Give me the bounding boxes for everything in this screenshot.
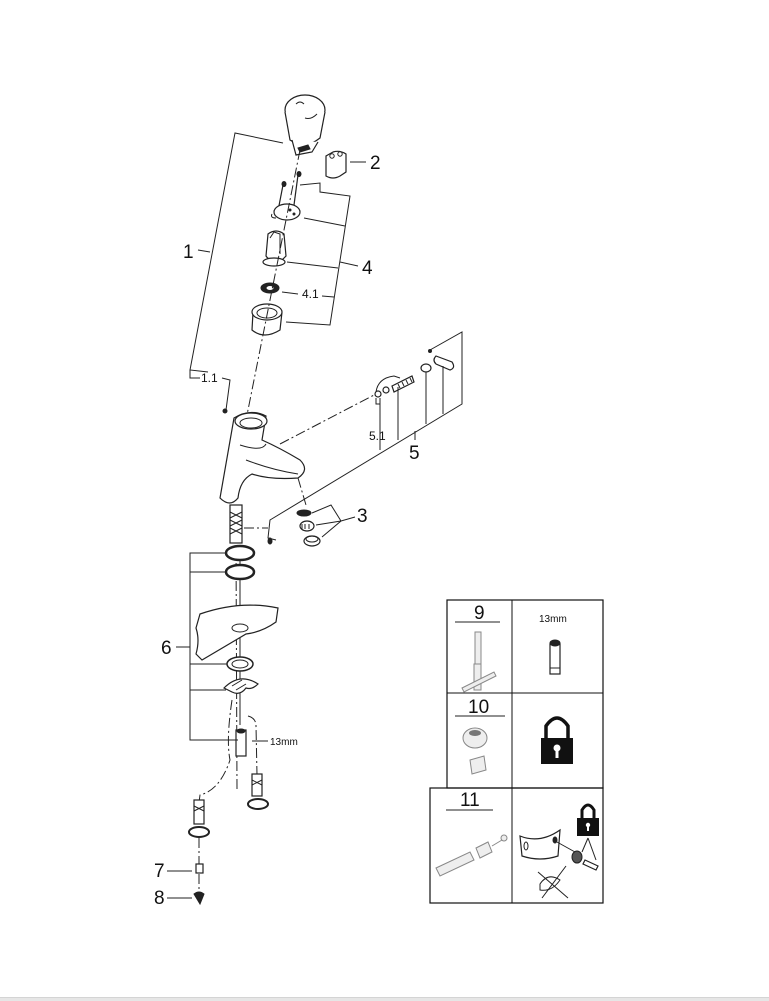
bracket-4 bbox=[285, 182, 359, 326]
hose-connector-left bbox=[188, 799, 210, 838]
cap-and-clip-icon bbox=[462, 727, 488, 775]
callout-8: 8 bbox=[154, 888, 165, 909]
seal-ring-4-1 bbox=[260, 282, 280, 294]
hose-right-path bbox=[247, 715, 258, 776]
callout-1: 1 bbox=[183, 242, 194, 263]
hose-connector-right bbox=[247, 773, 269, 810]
callout-7: 7 bbox=[154, 861, 165, 882]
callout-3: 3 bbox=[357, 506, 368, 527]
leader-1 bbox=[197, 249, 211, 253]
callout-5: 5 bbox=[409, 443, 420, 464]
screws bbox=[276, 171, 302, 217]
hose-left-path bbox=[197, 699, 233, 811]
accessory-caption-13mm: 13mm bbox=[539, 614, 567, 625]
bracket-1 bbox=[189, 132, 284, 373]
leader-1-1-a bbox=[189, 370, 200, 379]
grub-screw-1-1 bbox=[222, 408, 228, 414]
leader-3 bbox=[340, 516, 356, 522]
axis-line-handle bbox=[279, 393, 377, 445]
accessory-number-10: 10 bbox=[468, 697, 489, 718]
padlock-icon bbox=[541, 716, 573, 764]
callout-6: 6 bbox=[161, 638, 172, 659]
accessories-table bbox=[429, 599, 604, 904]
part-2-spacer bbox=[325, 150, 347, 179]
leader-4-1-b bbox=[321, 295, 335, 298]
bracket-3 bbox=[311, 504, 342, 538]
cartridge-sleeve bbox=[251, 303, 283, 336]
accessory-number-11: 11 bbox=[460, 790, 480, 811]
dimension-13mm: 13mm bbox=[270, 737, 298, 748]
bottom-scroll-edge bbox=[0, 997, 769, 1001]
cover-plate bbox=[271, 203, 301, 221]
part-8-cap bbox=[193, 891, 205, 906]
accessory-number-9: 9 bbox=[474, 603, 485, 624]
hex-socket-tool-icon bbox=[549, 639, 561, 675]
bracket-3-mid bbox=[315, 520, 342, 526]
key-tool-icon bbox=[461, 631, 497, 693]
callout-2: 2 bbox=[370, 153, 381, 174]
inlet-hose-stub bbox=[229, 504, 243, 544]
part-7-nipple bbox=[195, 863, 204, 874]
callout-1-1: 1.1 bbox=[201, 371, 218, 385]
vandal-proof-fixing-set-icon bbox=[519, 803, 599, 899]
callout-5-1: 5.1 bbox=[369, 429, 386, 443]
aerator-3 bbox=[296, 477, 321, 547]
leader-4-1 bbox=[281, 291, 299, 295]
lever-assembly-5 bbox=[374, 349, 455, 398]
grub-screw-5 bbox=[267, 537, 273, 545]
mounting-set-6 bbox=[195, 544, 279, 757]
adapter-set-icon bbox=[435, 834, 508, 877]
tap-body bbox=[219, 411, 306, 504]
cartridge bbox=[262, 230, 287, 267]
leader-1-1-b bbox=[221, 377, 231, 411]
callout-4: 4 bbox=[362, 258, 373, 279]
callout-4-1: 4.1 bbox=[302, 287, 319, 301]
push-button-head bbox=[284, 94, 326, 156]
